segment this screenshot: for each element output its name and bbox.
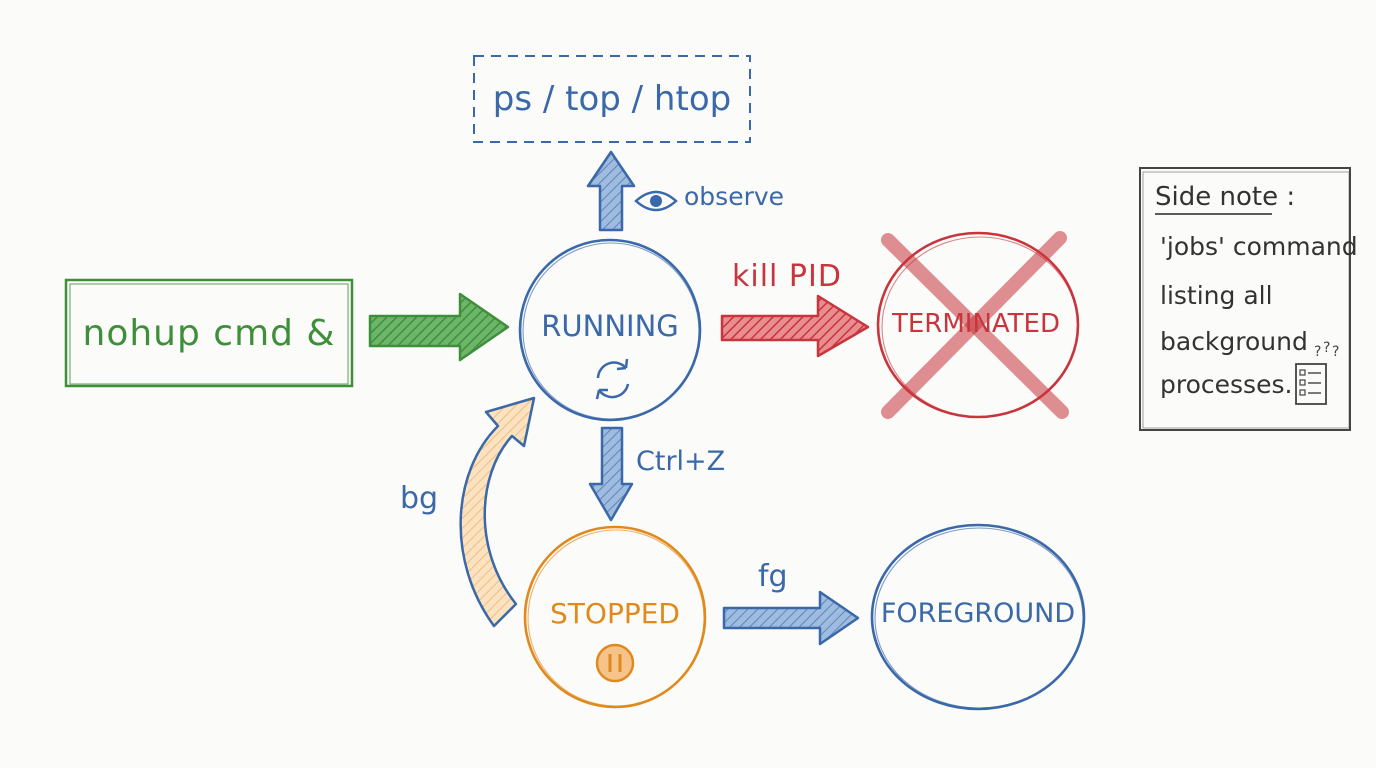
refresh-icon [595,358,630,400]
svg-text:?: ? [1314,344,1321,360]
foreground-label: fg [758,559,788,594]
running-state-label: RUNNING [541,309,679,343]
background-arrow [459,396,536,628]
pause-icon [595,643,635,683]
checklist-icon [1295,363,1327,405]
side-note-box [1139,167,1351,431]
running-state-circle [518,238,702,422]
question-marks-icon: ? ? ? [1314,340,1339,360]
terminated-cross-mark [881,231,1069,419]
side-note-title: Side note : [1155,182,1296,212]
terminated-state-circle [876,231,1080,419]
eye-icon [634,190,678,212]
monitor-tools-box [473,55,751,143]
side-note-line: 'jobs' command [1160,232,1358,261]
monitor-tools-label: ps / top / htop [492,79,732,119]
stopped-state-circle [523,525,707,709]
observe-arrow [586,150,636,232]
kill-arrow [720,294,870,358]
observe-label: observe [684,182,785,211]
side-note-line: background [1160,327,1308,356]
start-command-label: nohup cmd & [82,313,336,354]
stopped-state-label: STOPPED [550,597,680,630]
start-command-box [64,278,354,388]
side-note-line: listing all [1160,281,1273,310]
kill-label: kill PID [732,259,842,294]
background-label: bg [400,481,439,516]
svg-text:?: ? [1323,340,1330,356]
foreground-state-label: FOREGROUND [880,598,1076,629]
terminated-state-label: TERMINATED [891,309,1061,339]
foreground-state-circle [870,523,1086,711]
svg-text:?: ? [1332,344,1339,360]
side-note-line: processes. [1160,370,1293,399]
start-arrow [368,292,510,362]
foreground-arrow [722,590,860,646]
suspend-arrow [588,426,634,522]
suspend-label: Ctrl+Z [636,446,726,477]
